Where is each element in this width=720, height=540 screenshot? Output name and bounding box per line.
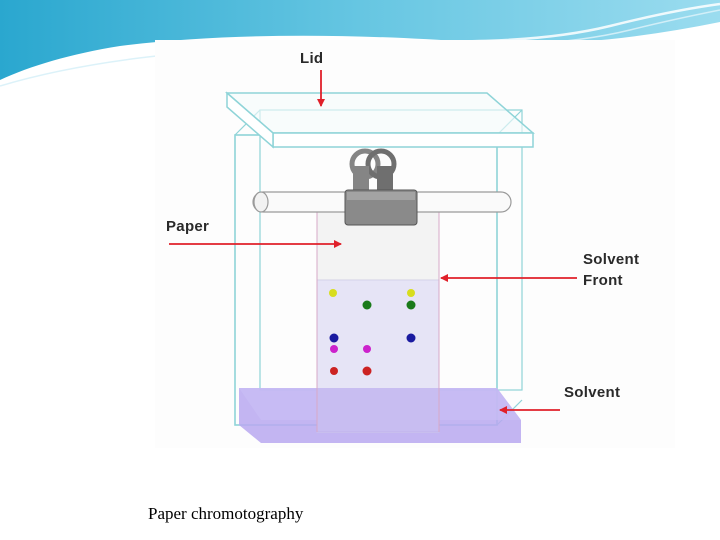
label-solvent-front: Solvent Front [583, 249, 639, 291]
spot-red-left [330, 367, 338, 375]
label-solvent-front-line1: Solvent [583, 251, 640, 268]
chromatography-diagram: Lid Paper Solvent Front Solvent [155, 40, 675, 448]
spot-blue-right [406, 333, 416, 343]
spot-blue-left [329, 333, 339, 343]
caption: Paper chromotography [148, 504, 304, 523]
spot-yellow-right [407, 289, 415, 297]
spots [329, 289, 416, 376]
rod-end [253, 191, 269, 213]
lid-front-face [272, 132, 534, 148]
binder-clip-icon [344, 148, 418, 226]
lid [224, 92, 536, 134]
label-solvent-front-line2: Front [583, 272, 623, 289]
paper-in-solvent [317, 388, 439, 432]
spot-magenta-middle [363, 345, 371, 353]
label-lid: Lid [300, 50, 324, 67]
label-paper: Paper [166, 218, 210, 235]
spot-green-middle [362, 300, 372, 310]
spot-red-middle [362, 366, 372, 376]
label-solvent: Solvent [564, 384, 621, 401]
spot-magenta-left [330, 345, 338, 353]
diagram-svg [169, 70, 577, 443]
lid-left-face [226, 91, 274, 149]
spot-yellow-left [329, 289, 337, 297]
spot-green-right [406, 300, 416, 310]
header-band [0, 0, 720, 80]
